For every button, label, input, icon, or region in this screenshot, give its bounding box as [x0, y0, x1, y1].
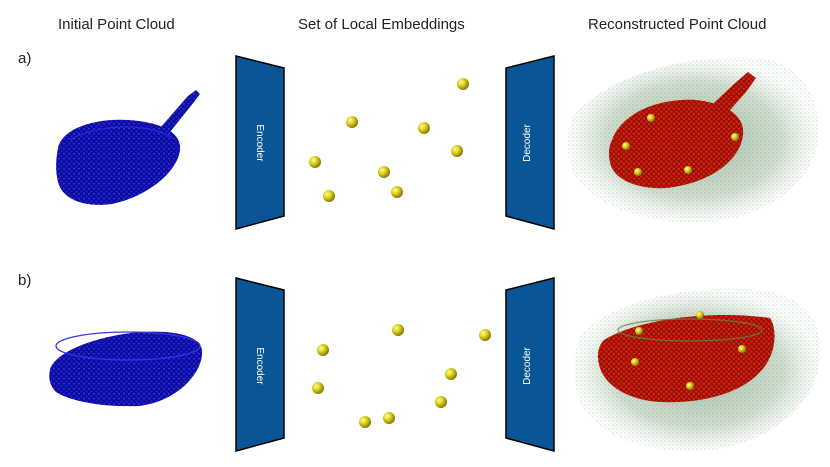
embedding-sphere	[684, 166, 692, 174]
embedding-sphere	[378, 166, 390, 178]
row-a-decoder-label: Decoder	[522, 123, 533, 161]
local-embeddings-title: Set of Local Embeddings	[298, 16, 465, 33]
embedding-sphere	[631, 358, 639, 366]
initial-point-cloud-title: Initial Point Cloud	[58, 16, 175, 33]
embedding-sphere	[635, 327, 643, 335]
row-b-reconstructed-point-cloud	[574, 288, 821, 452]
embedding-sphere	[696, 311, 704, 319]
pan-rim	[69, 126, 173, 141]
row-b-initial-point-cloud	[49, 331, 203, 407]
embedding-sphere	[622, 142, 630, 150]
row-b-decoder-label: Decoder	[522, 346, 533, 384]
embedding-sphere	[312, 382, 324, 394]
reconstructed-point-cloud-title: Reconstructed Point Cloud	[588, 16, 767, 33]
embedding-sphere	[435, 396, 447, 408]
embedding-sphere	[383, 412, 395, 424]
row-b-decoder: Decoder	[505, 277, 555, 452]
bowl-body	[49, 331, 203, 407]
row-a-embeddings	[309, 78, 469, 202]
embedding-sphere	[418, 122, 430, 134]
embedding-sphere	[359, 416, 371, 428]
reconstructed-pan-body	[608, 99, 744, 189]
embedding-sphere	[451, 145, 463, 157]
row-b-encoder: Encoder	[235, 277, 285, 452]
row-a-initial-point-cloud	[56, 90, 200, 205]
embedding-sphere	[738, 345, 746, 353]
embedding-sphere	[445, 368, 457, 380]
embedding-sphere	[731, 133, 739, 141]
row-b-encoder-label: Encoder	[254, 347, 265, 385]
reconstructed-bowl-rim	[617, 318, 763, 342]
row-a-encoder-label: Encoder	[254, 124, 265, 162]
row-b-embeddings	[312, 324, 491, 428]
embedding-sphere	[391, 186, 403, 198]
reconstructed-bowl	[597, 314, 775, 403]
embedding-sphere	[346, 116, 358, 128]
row-a-decoder: Decoder	[505, 55, 555, 230]
row-b-label: b)	[18, 272, 32, 289]
embedding-sphere	[647, 114, 655, 122]
embedding-sphere	[309, 156, 321, 168]
embedding-sphere	[479, 329, 491, 341]
embedding-sphere	[686, 382, 694, 390]
row-a-label: a)	[18, 50, 32, 67]
embedding-sphere	[457, 78, 469, 90]
embedding-sphere	[323, 190, 335, 202]
embedding-sphere	[317, 344, 329, 356]
embedding-sphere	[634, 168, 642, 176]
embedding-sphere	[392, 324, 404, 336]
pan-handle	[160, 90, 200, 132]
bowl-rim	[55, 331, 201, 361]
row-a-encoder: Encoder	[235, 55, 285, 230]
row-a-reconstructed-point-cloud	[567, 57, 819, 223]
pan-body	[56, 119, 181, 205]
